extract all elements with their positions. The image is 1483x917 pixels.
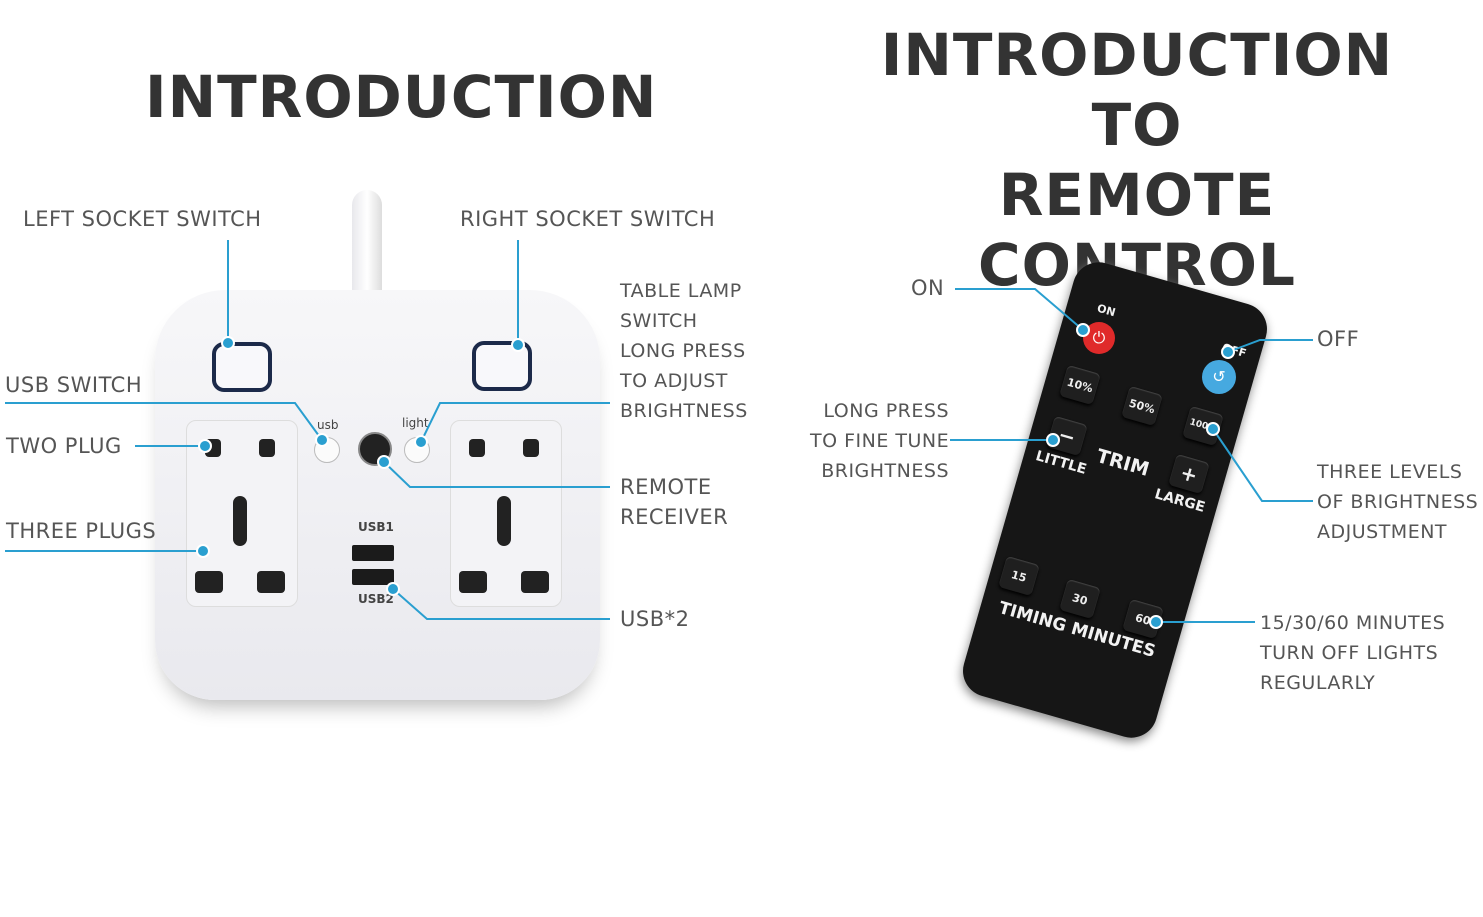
usb2-text: USB2 [358, 592, 394, 606]
label-usb-switch: USB SWITCH [5, 373, 143, 397]
off-button[interactable]: ↺ [1202, 360, 1236, 394]
label-two-plug: TWO PLUG [6, 434, 122, 458]
label-usb-2: USB*2 [620, 607, 690, 631]
left-socket-switch[interactable] [212, 342, 272, 392]
light-text: light [402, 416, 429, 430]
right-socket [450, 420, 562, 607]
usb1-port [352, 545, 394, 561]
label-off: OFF [1317, 327, 1360, 351]
intro-title: INTRODUCTION [145, 63, 658, 131]
label-left-socket-switch: LEFT SOCKET SWITCH [23, 207, 262, 231]
usb2-port [352, 569, 394, 585]
label-right-socket-switch: RIGHT SOCKET SWITCH [460, 207, 716, 231]
label-on: ON [911, 276, 945, 300]
label-three-plugs: THREE PLUGS [6, 519, 157, 543]
usb1-text: USB1 [358, 520, 394, 534]
usb-text: usb [317, 418, 339, 432]
left-socket [186, 420, 298, 607]
